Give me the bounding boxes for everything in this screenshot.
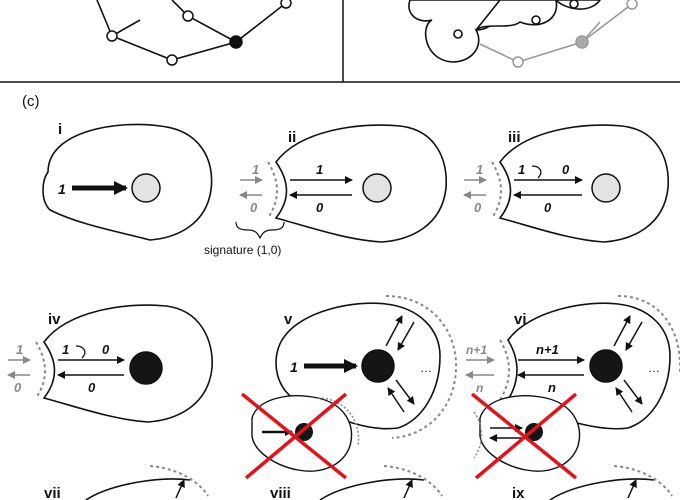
panel-vi-dots: … (648, 361, 660, 375)
panel-iii-grey-bottom: 0 (474, 200, 482, 215)
panel-i-label: i (58, 121, 62, 138)
panel-vi-top-label: n+1 (536, 342, 559, 357)
panel-v-spoke-arrows (385, 315, 415, 413)
section-label: (c) (22, 93, 40, 110)
panel-iii-boundary (491, 161, 502, 219)
panel-v-crossed-blob (240, 392, 360, 480)
panel-ii-top-label: 1 (316, 162, 323, 177)
panel-v-boundary (385, 295, 458, 439)
panel-ii: ii 1 0 1 0 signature (1,0) (204, 124, 447, 257)
panel-vi-spoke-arrows (613, 315, 643, 413)
panel-ii-center (362, 173, 392, 203)
panel-vi-grey-top: n+1 (466, 343, 487, 357)
panel-viii: viii (270, 465, 443, 500)
panel-ii-signature: signature (1,0) (204, 243, 281, 257)
panel-iii-label: iii (508, 129, 521, 146)
panel-iv-grey-bottom: 0 (14, 380, 22, 395)
panel-ii-label: ii (288, 129, 296, 146)
panel-v-cross-mark (240, 392, 348, 480)
panel-iii-curl (531, 165, 542, 179)
panel-ix: ix (512, 465, 673, 500)
panel-v-center (361, 349, 395, 383)
panel-ii-bottom-label: 0 (316, 200, 324, 215)
panel-i: i 1 (42, 121, 213, 241)
panel-iv: iv 1 0 1 0 0 (7, 304, 213, 423)
panel-iii-body (498, 124, 669, 243)
panel-iv-bottom-label: 0 (88, 380, 96, 395)
panel-iii: iii 1 0 1 0 0 (463, 124, 669, 243)
panel-iii-top-label-right: 0 (562, 162, 570, 177)
panel-ii-body (274, 124, 447, 243)
panel-iv-boundary (35, 341, 46, 399)
panel-iv-label: iv (48, 311, 61, 328)
panel-ii-boundary (267, 161, 278, 219)
panel-vi-crossed-blob (470, 392, 581, 480)
panel-vii-label: vii (44, 485, 61, 500)
panel-vi-label: vi (514, 311, 527, 328)
panel-v-label: v (284, 311, 293, 328)
panel-i-inflow-label: 1 (58, 181, 66, 197)
panel-iv-curl (75, 345, 86, 359)
panel-v-dots: … (420, 361, 432, 375)
panel-iv-grey-top: 1 (16, 342, 23, 357)
panel-iii-center (591, 173, 621, 203)
panel-viii-label: viii (270, 485, 291, 500)
panel-ii-grey-bottom: 0 (250, 200, 258, 215)
panel-iv-top-label: 1 (62, 342, 69, 357)
panel-iii-bottom-label: 0 (544, 200, 552, 215)
panel-i-body (42, 123, 213, 241)
panel-iii-top-label: 1 (518, 162, 525, 177)
panel-vi-boundary-left (499, 339, 510, 401)
panel-vi-cross-mark (470, 392, 578, 480)
panel-v-inflow-label: 1 (290, 359, 298, 375)
panel-iv-center (129, 351, 163, 385)
top-left-nodes (106, 0, 292, 66)
panel-i-center (131, 173, 161, 203)
panel-ii-grey-top: 1 (252, 162, 259, 177)
top-right-blobs (408, 0, 601, 63)
panel-iii-grey-top: 1 (476, 162, 483, 177)
top-right-grey-nodes (512, 0, 638, 68)
panel-vi-center (589, 349, 623, 383)
panel-vi-bottom-label: n (548, 380, 556, 395)
panel-iv-body (42, 304, 213, 423)
top-left-graph (96, 0, 287, 61)
panel-ii-signature-brace (235, 221, 285, 240)
panel-vi: vi n+1 n n+1 n … (465, 295, 680, 430)
panel-vii: vii (44, 465, 209, 500)
panel-ix-label: ix (512, 485, 525, 500)
panel-iv-top-label-right: 0 (102, 342, 110, 357)
panel-vi-grey-bottom: n (476, 381, 483, 395)
